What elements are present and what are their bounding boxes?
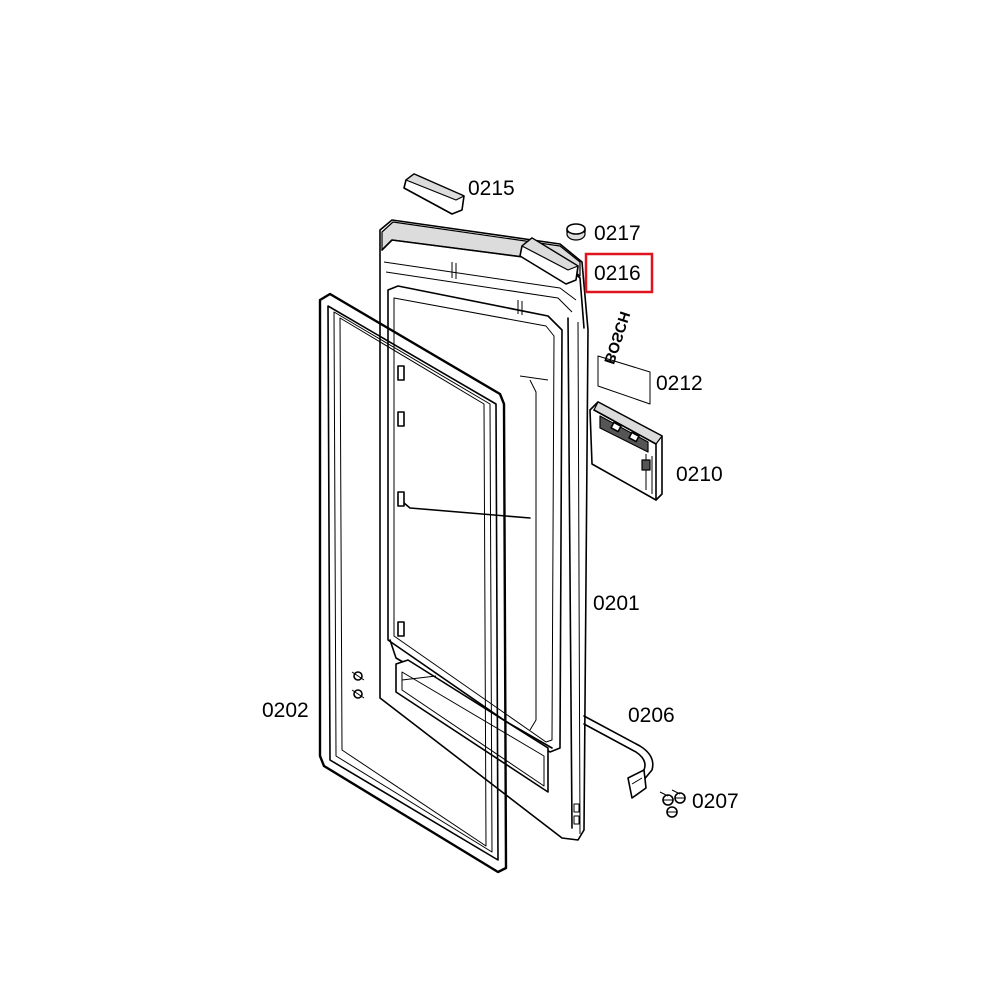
logo-text: BOSCH <box>600 309 633 366</box>
highlight-box-0216 <box>584 252 654 294</box>
gasket-0202[interactable] <box>318 292 508 874</box>
cable-0206[interactable] <box>583 715 654 799</box>
screws-0207[interactable] <box>659 789 686 818</box>
label-0217: 0217 <box>594 222 641 245</box>
label-0215: 0215 <box>468 177 515 200</box>
module-0210[interactable] <box>589 401 663 501</box>
label-0207: 0207 <box>692 790 739 813</box>
label-0202: 0202 <box>262 699 309 722</box>
label-0201: 0201 <box>593 592 640 615</box>
cover-0216[interactable] <box>519 237 579 285</box>
cover-0215[interactable] <box>403 173 465 215</box>
label-0212: 0212 <box>656 372 703 395</box>
cap-0217[interactable] <box>566 223 586 241</box>
logo-0212[interactable]: BOSCH <box>597 309 651 405</box>
door-0201[interactable] <box>351 219 589 841</box>
label-0206: 0206 <box>628 704 675 727</box>
label-0216: 0216 <box>594 262 641 285</box>
label-0210: 0210 <box>676 463 723 486</box>
